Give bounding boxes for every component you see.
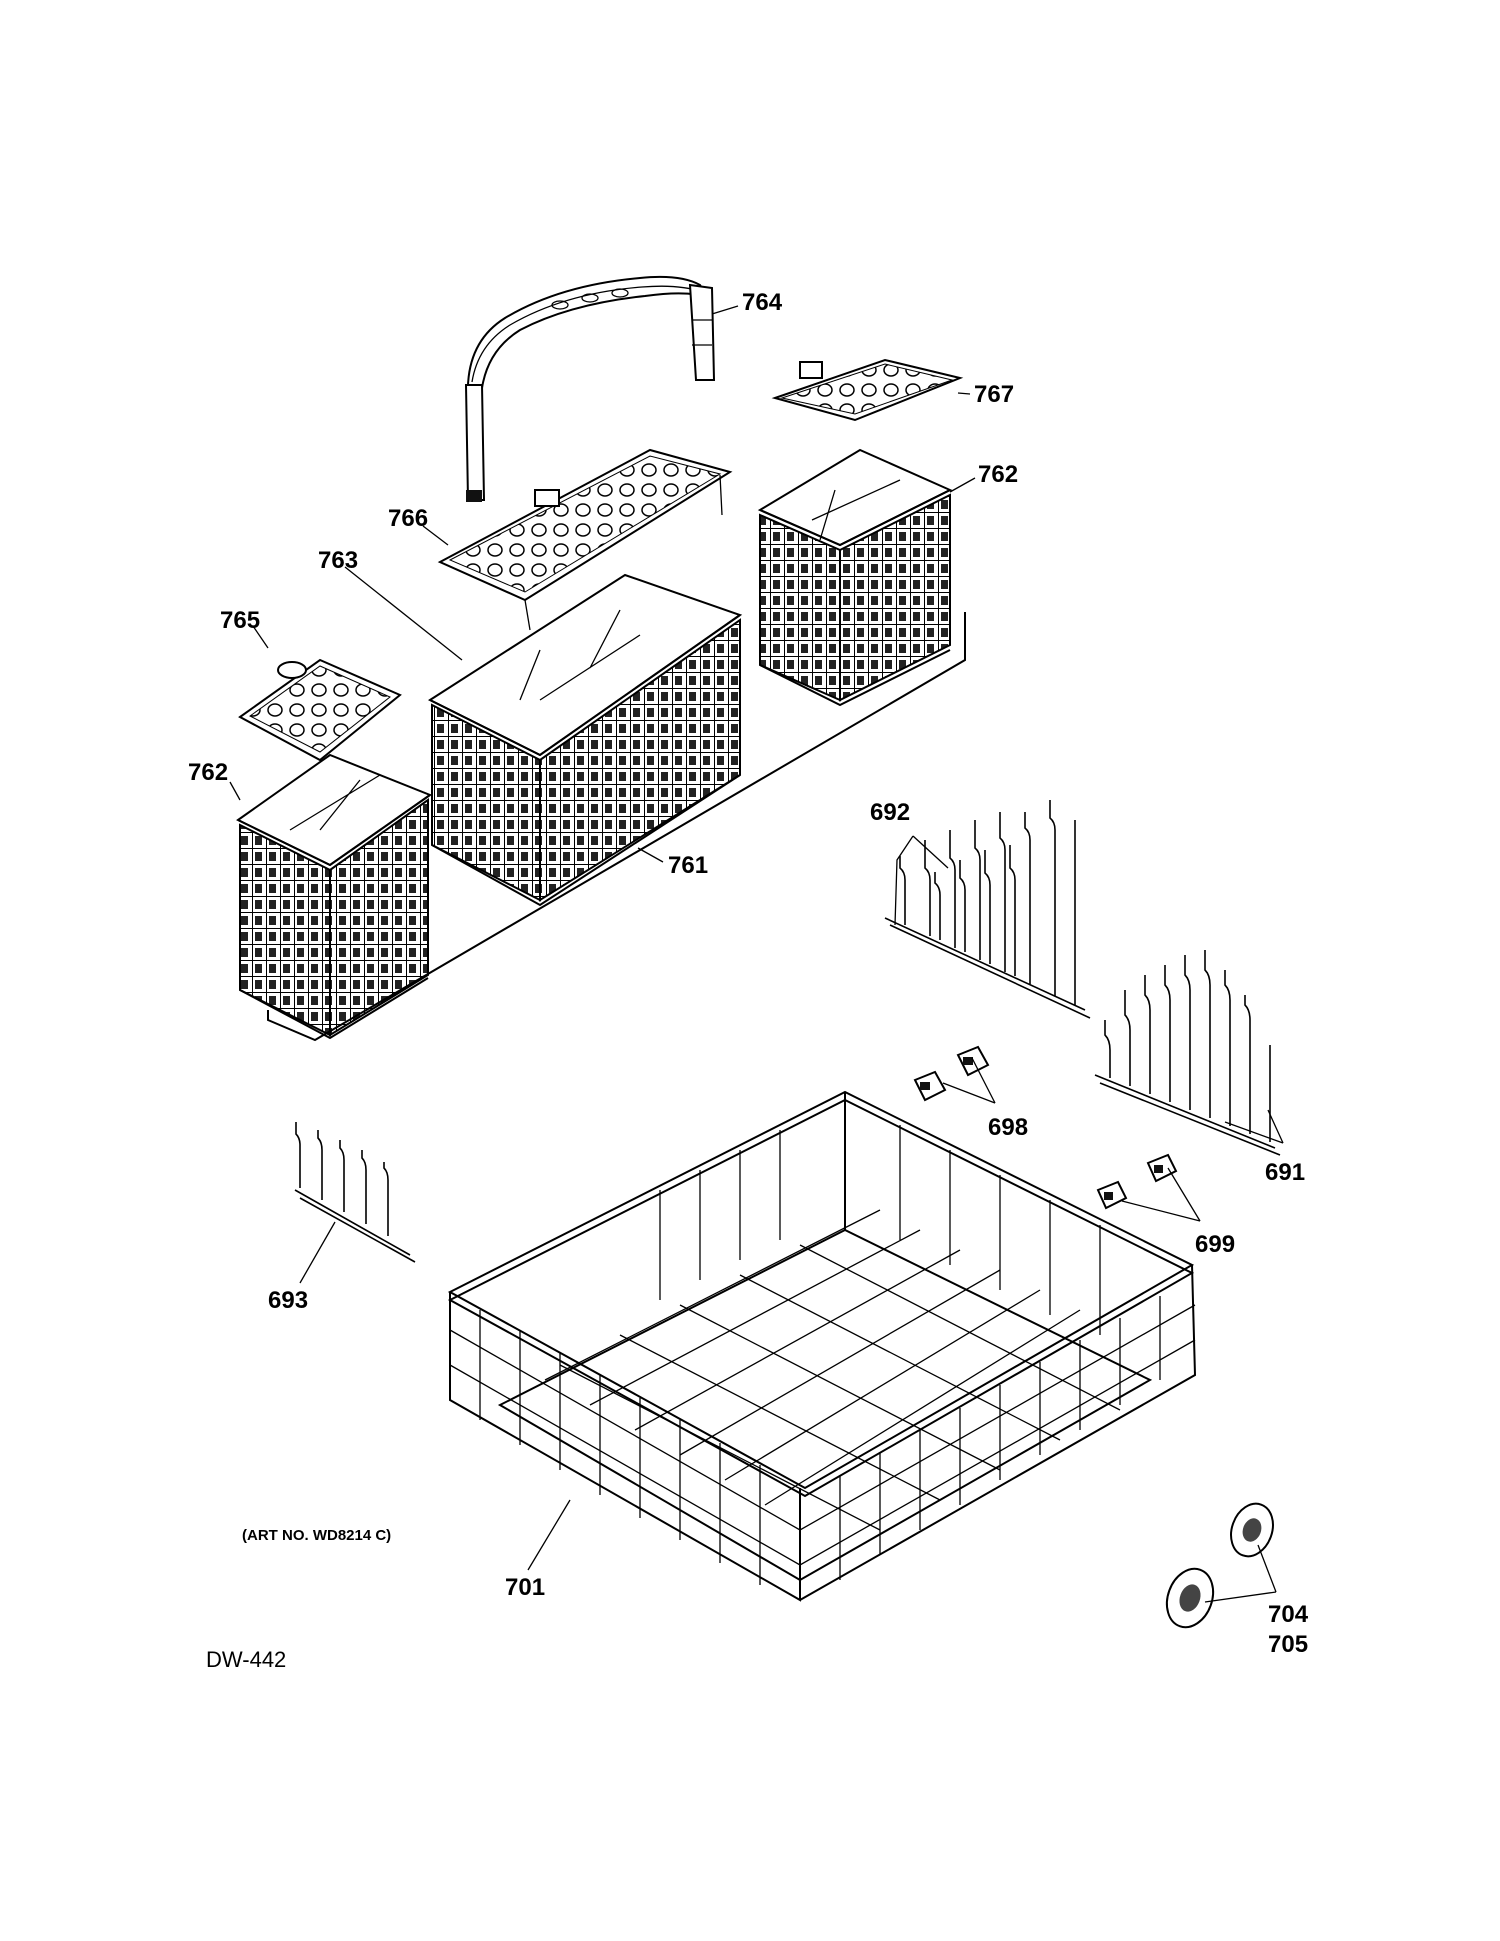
tine-row-692 [884,800,1091,1019]
label-691: 691 [1265,1159,1305,1186]
basket-762-right [757,448,953,707]
label-701: 701 [505,1574,545,1601]
basket-assembly-bracket [267,612,966,1042]
drawing-code: DW-442 [206,1647,286,1672]
label-762-left: 762 [188,759,228,786]
wheels-704-705 [1165,1502,1274,1629]
tine-row-691 [1094,950,1281,1156]
lid-765 [238,658,402,762]
label-705: 705 [1268,1631,1308,1658]
label-766: 766 [388,505,428,532]
label-761: 761 [668,852,708,879]
label-763: 763 [318,547,358,574]
label-704: 704 [1268,1601,1309,1628]
label-699: 699 [1195,1231,1235,1258]
label-765: 765 [220,607,260,634]
label-764: 764 [742,289,783,316]
art-number: (ART NO. WD8214 C) [242,1527,391,1544]
label-767: 767 [974,381,1014,408]
lid-767 [771,358,964,422]
label-762-right: 762 [978,461,1018,488]
basket-762-left [236,753,433,1040]
label-692: 692 [870,799,910,826]
handle-764 [464,275,716,502]
leader-lines [229,305,1284,1603]
basket-763-middle [427,573,743,907]
label-693: 693 [268,1287,308,1314]
lower-rack-701 [447,1090,1197,1602]
clips-699 [1096,1153,1178,1210]
clips-698 [913,1045,990,1102]
label-698: 698 [988,1114,1028,1141]
lid-766 [437,448,733,631]
tine-row-693 [294,1122,416,1263]
